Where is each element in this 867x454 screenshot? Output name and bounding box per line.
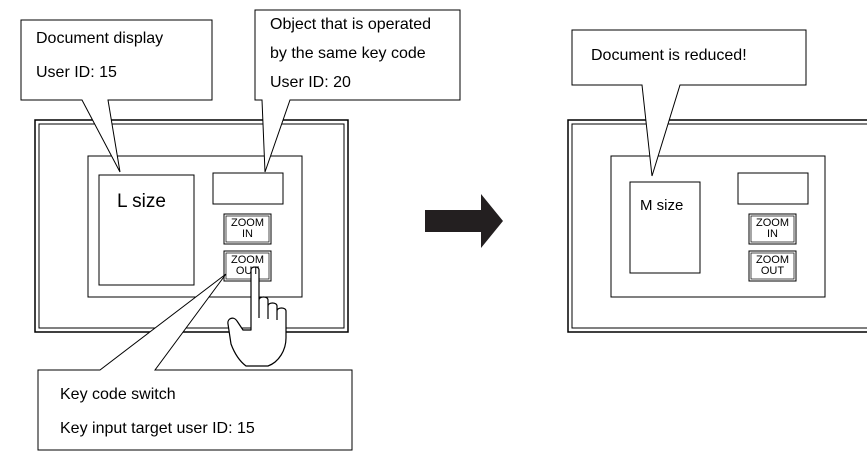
left-zoom-in-button[interactable]: ZOOM IN bbox=[226, 218, 269, 240]
callout-doc-line2: User ID: 15 bbox=[36, 64, 117, 81]
left-zoom-out-line2: OUT bbox=[235, 265, 260, 277]
right-zoom-out-line2: OUT bbox=[760, 265, 785, 277]
callout-switch-bubble bbox=[37, 273, 353, 451]
right-zoom-out-button-frame[interactable] bbox=[748, 250, 797, 282]
pointing-hand-icon bbox=[227, 266, 287, 367]
right-zoom-out-button[interactable]: ZOOM OUT bbox=[751, 255, 794, 277]
right-zoom-in-line2: IN bbox=[767, 228, 778, 240]
right-zoom-in-line1: ZOOM bbox=[756, 217, 789, 229]
left-document-window[interactable] bbox=[98, 174, 195, 286]
left-document-label: L size bbox=[117, 191, 166, 212]
left-zoom-out-line1: ZOOM bbox=[231, 254, 264, 266]
right-document-label: M size bbox=[640, 197, 684, 214]
left-zoom-in-button-frame[interactable] bbox=[223, 213, 272, 245]
left-monitor-inner bbox=[38, 123, 345, 329]
callout-switch-line1: Key code switch bbox=[60, 386, 176, 403]
right-monitor-inner bbox=[571, 123, 867, 329]
left-zoom-in-line1: ZOOM bbox=[231, 217, 264, 229]
right-panel bbox=[567, 29, 867, 333]
callout-object-line1: Object that is operated bbox=[270, 16, 431, 33]
callout-object-bubble bbox=[254, 9, 461, 173]
callout-reduced-text: Document is reduced! bbox=[591, 47, 747, 64]
left-panel bbox=[20, 9, 461, 451]
right-arrow-icon bbox=[425, 194, 503, 248]
right-document-window[interactable] bbox=[629, 181, 701, 274]
right-zoom-in-button[interactable]: ZOOM IN bbox=[751, 218, 794, 240]
callout-switch-line2: Key input target user ID: 15 bbox=[60, 420, 255, 437]
callout-doc-line1: Document display bbox=[36, 30, 164, 47]
left-zoom-out-button-frame[interactable] bbox=[223, 250, 272, 282]
left-zoom-out-button[interactable]: ZOOM OUT bbox=[226, 255, 269, 277]
right-object-box bbox=[737, 172, 809, 205]
callout-object-line3: User ID: 20 bbox=[270, 74, 351, 91]
callout-object-line2: by the same key code bbox=[270, 45, 426, 62]
callout-doc-bubble bbox=[20, 19, 213, 173]
callout-reduced-bubble bbox=[571, 29, 807, 177]
right-zoom-out-line1: ZOOM bbox=[756, 254, 789, 266]
left-zoom-in-line2: IN bbox=[242, 228, 253, 240]
right-zoom-in-button-frame[interactable] bbox=[748, 213, 797, 245]
left-object-box bbox=[212, 172, 284, 205]
